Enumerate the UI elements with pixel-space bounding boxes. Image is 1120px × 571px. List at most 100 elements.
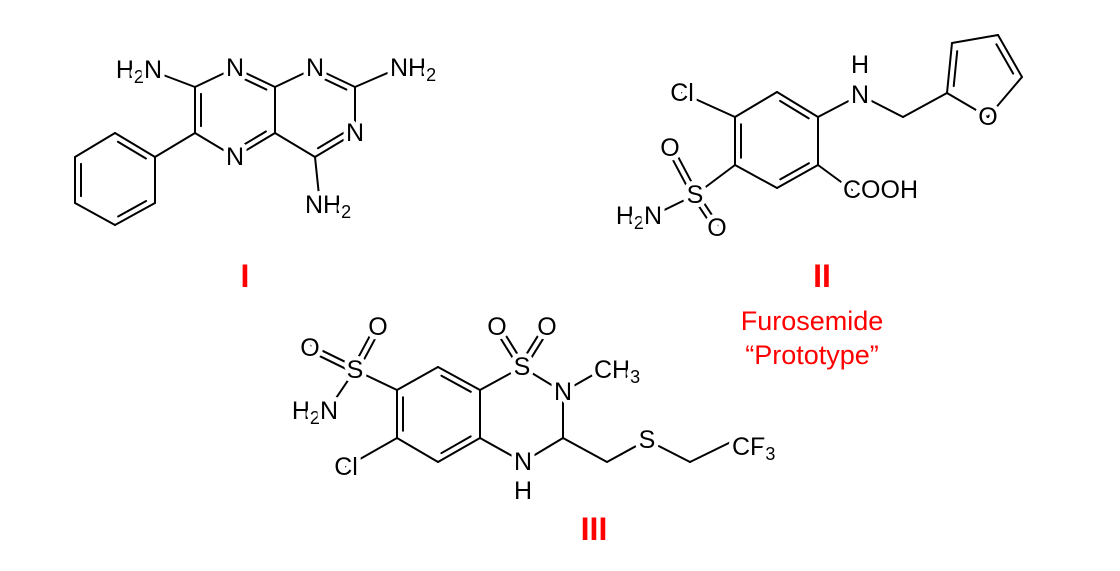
atom-label: N [226,143,244,171]
bond [117,200,148,218]
bond [776,91,819,118]
bond [149,69,196,88]
bond [696,192,721,228]
bond [997,34,1023,78]
atom-label: H [514,477,532,505]
bond [523,327,551,370]
bond [396,437,439,463]
atom-label: O [978,103,997,131]
atom-label: CF3 [732,433,775,464]
bond [817,94,861,118]
atom-label: N [226,54,244,82]
bond [521,366,564,393]
compound-note: “Prototype” [745,340,879,370]
bond [946,92,989,118]
bond [995,43,1015,75]
atom-label: Cl [334,453,358,481]
bond [817,164,853,191]
compound-label: I [241,258,250,294]
atom-label: O [368,313,387,341]
compound-label: III [581,511,608,547]
bond [314,156,321,206]
bond [951,34,999,44]
bond [440,374,472,393]
atom-label: S [514,353,531,381]
bond [694,164,736,196]
bond [317,75,348,91]
compound-label: II [813,258,831,294]
bond [327,369,356,411]
bond [734,91,778,118]
bond [691,195,716,231]
bond [681,92,736,118]
bond [314,67,356,88]
atom-label: Cl [670,79,694,107]
atom-label: O [487,313,506,341]
bond [779,99,810,120]
atom-label: N [306,54,324,82]
bond [351,324,377,370]
bond [859,94,904,118]
atom-label: S [347,356,364,384]
atom-label: N [346,119,364,147]
bond [952,50,959,88]
atom-label: N [851,81,869,109]
bond [651,194,696,217]
bond [946,42,953,94]
atom-label: NH2 [390,54,436,85]
compound-II: Cl H N O COOH S O O H2N II Furosemide “P… [611,47,1002,371]
bond [274,132,316,158]
bond [356,327,382,373]
bond [440,435,472,455]
bond [779,162,810,181]
atom-label: COOH [843,176,918,204]
atom-label: O [707,214,726,242]
bond [314,132,356,158]
bond [194,67,236,88]
bond [776,164,819,189]
bond [154,132,196,158]
bond [345,437,398,468]
bond [498,324,526,367]
compound-name: Furosemide [741,306,884,336]
atom-label: S [687,181,704,209]
atom-label: H [851,51,869,79]
bond [562,371,599,393]
bond [234,67,276,88]
bond [237,75,268,91]
bond [689,439,736,463]
bond [310,344,358,369]
bond [354,369,398,391]
bond [307,349,355,374]
bond [562,437,608,463]
atom-label: O [537,313,556,341]
bond [606,439,648,463]
bond [74,202,116,226]
atom-label: O [300,334,319,362]
bond [987,76,1023,118]
atom-label: CH3 [594,356,640,387]
atom-label: H2N [616,202,662,233]
bond [437,366,481,391]
atom-label: S [639,426,656,454]
bond [274,67,316,88]
bond [646,439,691,463]
bond [194,132,236,158]
bond [114,202,156,226]
bond [437,437,481,463]
bond [234,132,276,158]
bond [479,437,524,463]
bond [236,130,267,150]
compound-I: H2N N N NH2 N N NH2 I [111,50,440,295]
bond [354,67,400,88]
atom-label: H2N [292,397,338,428]
atom-label: H2N [116,56,162,87]
bond [116,140,147,160]
bond [734,164,778,189]
bond [522,437,564,463]
bond [114,132,156,158]
bond [74,132,116,158]
bond [518,324,546,367]
bonds [74,34,1023,468]
